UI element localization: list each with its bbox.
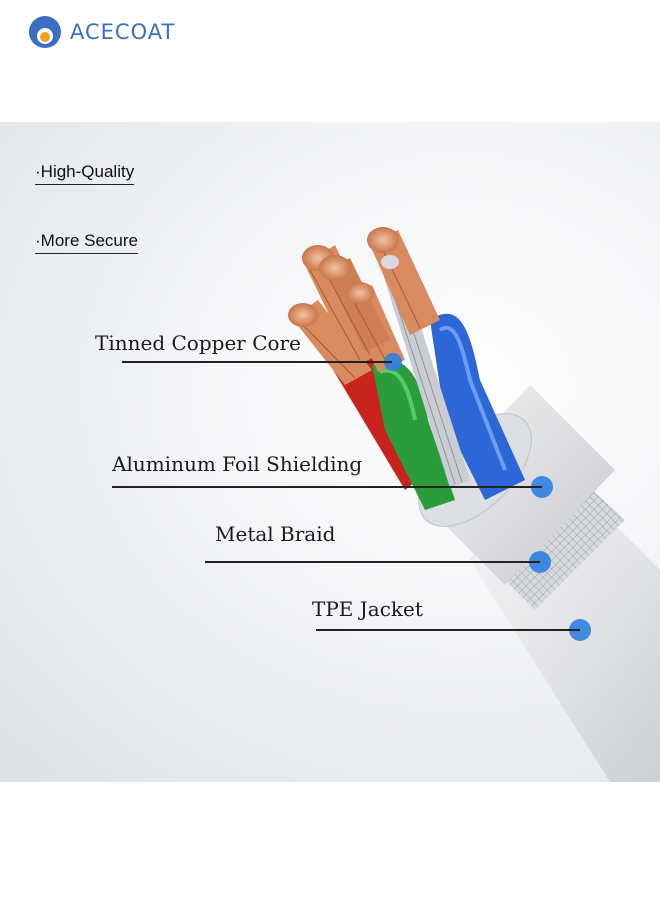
label-aluminum-foil-shielding: Aluminum Foil Shielding — [112, 452, 363, 476]
copper-ends — [288, 227, 399, 327]
product-panel — [0, 122, 660, 782]
brand-logo: ACECOAT — [28, 14, 175, 50]
label-tinned-copper-core: Tinned Copper Core — [95, 331, 301, 355]
leader-core — [122, 361, 392, 363]
label-tpe-jacket: TPE Jacket — [312, 597, 423, 621]
leader-foil — [112, 486, 542, 488]
bullet-more-secure: ·More Secure — [35, 231, 138, 254]
cable-illustration — [288, 227, 660, 782]
dot-core — [384, 353, 402, 371]
logo-icon — [29, 16, 61, 48]
dot-foil — [531, 476, 553, 498]
dot-jacket — [569, 619, 591, 641]
label-metal-braid: Metal Braid — [215, 522, 336, 546]
brand-name: ACECOAT — [70, 20, 176, 44]
dot-braid — [529, 551, 551, 573]
leader-braid — [205, 561, 540, 563]
bullet-high-quality: ·High-Quality — [35, 162, 135, 185]
leader-jacket — [316, 629, 580, 631]
